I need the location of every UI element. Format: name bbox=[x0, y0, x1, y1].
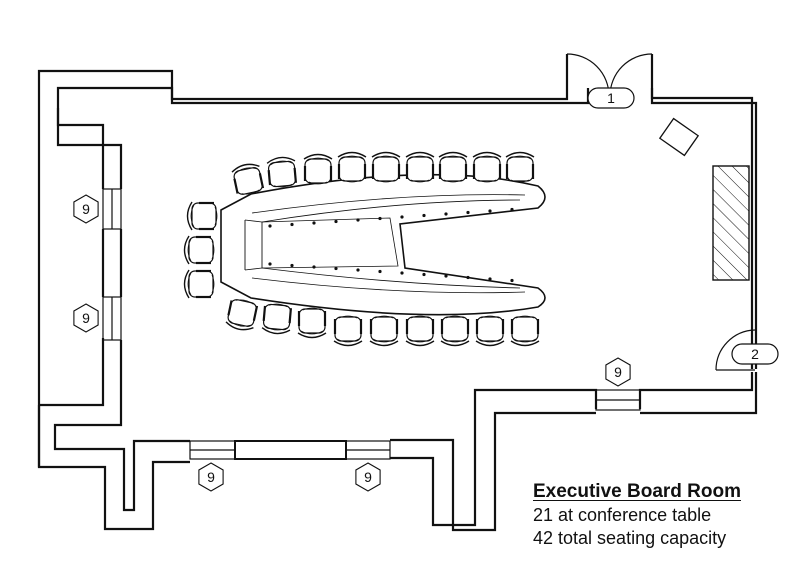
chair-icon bbox=[333, 315, 363, 347]
table-fixture-mark bbox=[466, 275, 470, 280]
room-legend: Executive Board Room 21 at conference ta… bbox=[533, 480, 741, 550]
table-fixture-mark bbox=[510, 278, 514, 283]
window-marker-label: 9 bbox=[82, 201, 90, 217]
credenza-icon bbox=[658, 117, 700, 157]
room-title: Executive Board Room bbox=[533, 481, 741, 502]
table-fixture-mark bbox=[356, 218, 360, 222]
table-fixture-mark bbox=[290, 222, 294, 227]
window-marker: 9 bbox=[605, 357, 631, 387]
table-fixture-mark bbox=[488, 209, 492, 213]
total-capacity-line: 42 total seating capacity bbox=[533, 528, 727, 548]
svg-text:1: 1 bbox=[607, 90, 615, 106]
chairs bbox=[183, 151, 540, 347]
chair-icon bbox=[337, 151, 367, 183]
conference-table bbox=[220, 173, 546, 316]
chair-icon bbox=[369, 315, 399, 347]
window-marker: 9 bbox=[73, 194, 99, 224]
table-fixture-mark bbox=[334, 266, 338, 271]
window-icon bbox=[198, 462, 224, 492]
chair-icon bbox=[266, 156, 298, 188]
chair-icon bbox=[297, 307, 327, 339]
hatched-panel-icon bbox=[712, 165, 750, 281]
chair-icon bbox=[225, 299, 259, 331]
window-icon bbox=[605, 357, 631, 387]
table-fixture-mark bbox=[422, 213, 426, 218]
door-marker-2: 2 bbox=[731, 343, 779, 365]
window-marker-label: 9 bbox=[364, 469, 372, 485]
chair-icon bbox=[183, 269, 215, 299]
table-fixture-mark bbox=[378, 216, 382, 221]
chair-icon bbox=[510, 315, 540, 347]
chair-icon bbox=[371, 151, 401, 183]
window-markers: 9 9 9 9 9 bbox=[73, 194, 631, 492]
door-2-swing bbox=[715, 329, 756, 371]
table-fixture-mark bbox=[290, 263, 294, 268]
window-icon bbox=[355, 462, 381, 492]
table-fixture-mark bbox=[466, 210, 470, 215]
window-marker: 9 bbox=[73, 303, 99, 333]
door-marker-1: 1 bbox=[587, 87, 635, 109]
chair-icon bbox=[186, 201, 218, 231]
table-fixture-mark bbox=[378, 269, 382, 274]
window-openings bbox=[102, 188, 641, 460]
table-fixture-mark bbox=[312, 265, 316, 269]
table-fixture-mark bbox=[312, 221, 316, 225]
table-fixture-mark bbox=[488, 277, 492, 281]
table-fixture-marks bbox=[268, 207, 514, 283]
window-icon bbox=[73, 303, 99, 333]
table-fixture-mark bbox=[444, 212, 448, 216]
window-marker-label: 9 bbox=[614, 364, 622, 380]
chair-icon bbox=[440, 315, 470, 347]
chair-icon bbox=[475, 315, 505, 347]
chair-icon bbox=[505, 151, 535, 183]
chair-icon bbox=[183, 235, 215, 265]
svg-text:2: 2 bbox=[751, 346, 759, 362]
table-fixture-mark bbox=[444, 274, 448, 278]
table-fixture-mark bbox=[400, 215, 404, 219]
window-marker-label: 9 bbox=[82, 310, 90, 326]
window-marker-label: 9 bbox=[207, 469, 215, 485]
table-fixture-mark bbox=[356, 268, 360, 272]
table-fixture-mark bbox=[334, 219, 338, 224]
chair-icon bbox=[472, 151, 502, 183]
window-icon bbox=[73, 194, 99, 224]
table-fixture-mark bbox=[510, 207, 514, 212]
table-fixture-mark bbox=[268, 262, 272, 266]
chair-icon bbox=[405, 151, 435, 183]
chair-icon bbox=[303, 153, 333, 185]
table-seating-line: 21 at conference table bbox=[533, 505, 712, 525]
table-fixture-mark bbox=[400, 271, 404, 275]
chair-icon bbox=[405, 315, 435, 347]
window-marker: 9 bbox=[198, 462, 224, 492]
table-fixture-mark bbox=[268, 224, 272, 228]
table-fixture-mark bbox=[422, 272, 426, 277]
chair-icon bbox=[438, 151, 468, 183]
window-marker: 9 bbox=[355, 462, 381, 492]
chair-icon bbox=[231, 163, 265, 195]
chair-icon bbox=[261, 303, 293, 335]
